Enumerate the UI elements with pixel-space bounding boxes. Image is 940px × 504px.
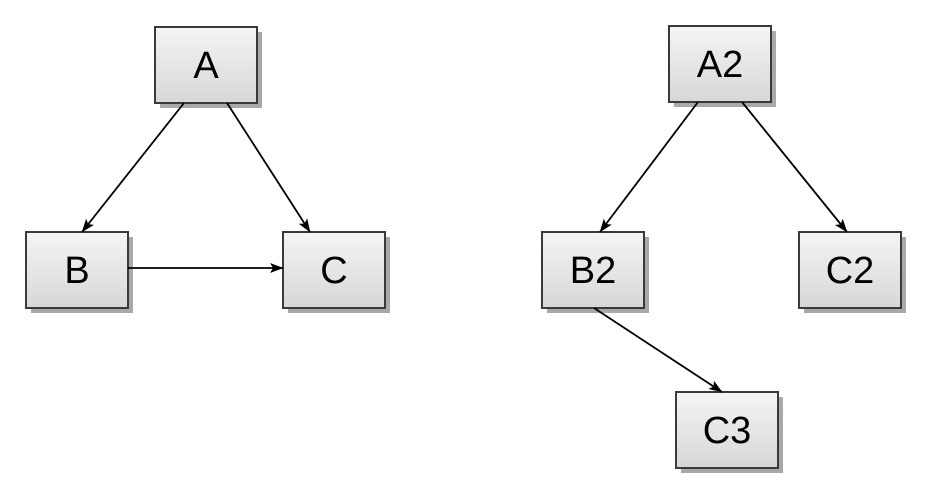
node-C3[interactable]: C3 — [675, 391, 783, 473]
node-A[interactable]: A — [154, 26, 262, 108]
edge-A-B[interactable] — [81, 102, 185, 233]
edge-A2-B2[interactable] — [599, 101, 699, 233]
node-box-B2[interactable] — [541, 231, 645, 309]
node-label-A2: A2 — [697, 44, 743, 86]
node-label-B2: B2 — [570, 250, 616, 292]
left-graph: A B C — [25, 26, 390, 313]
node-box-C2[interactable] — [798, 231, 902, 309]
node-label-C3: C3 — [703, 410, 752, 452]
node-A2[interactable]: A2 — [668, 25, 776, 107]
node-label-C2: C2 — [826, 250, 875, 292]
edge-A2-C2[interactable] — [741, 101, 848, 233]
node-box-A[interactable] — [154, 26, 258, 104]
node-box-A2[interactable] — [668, 25, 772, 103]
node-label-A: A — [193, 45, 219, 87]
node-C[interactable]: C — [282, 231, 390, 313]
node-box-C[interactable] — [282, 231, 386, 309]
node-C2[interactable]: C2 — [798, 231, 906, 313]
node-box-C3[interactable] — [675, 391, 779, 469]
node-label-C: C — [320, 250, 347, 292]
node-box-B[interactable] — [25, 231, 129, 309]
edge-B2-C3[interactable] — [593, 307, 723, 393]
node-B[interactable]: B — [25, 231, 133, 313]
edge-A-C[interactable] — [226, 102, 311, 233]
node-B2[interactable]: B2 — [541, 231, 649, 313]
node-label-B: B — [64, 250, 89, 292]
